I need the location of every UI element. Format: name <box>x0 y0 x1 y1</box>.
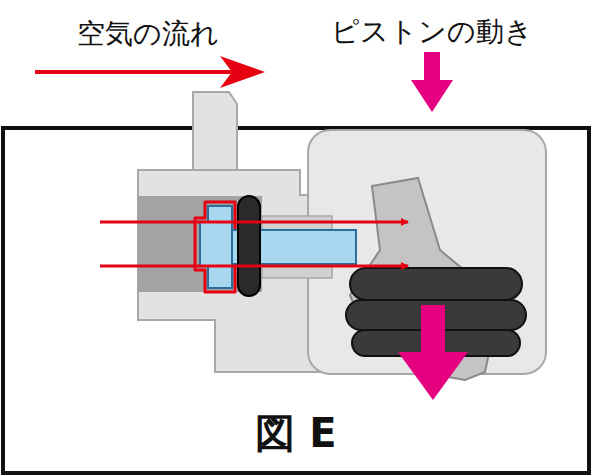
piston-motion-arrow <box>411 52 453 112</box>
valve-seat-outline <box>195 202 235 292</box>
housing-tab <box>193 92 237 172</box>
text-label: 空気の流れ <box>77 19 219 50</box>
valve-spool <box>200 206 356 288</box>
figure-frame <box>3 128 589 473</box>
air-flow-arrow <box>35 56 265 88</box>
figure-caption: 図 E <box>255 411 336 455</box>
valve-o-ring <box>238 196 260 296</box>
air-flow-line <box>100 222 408 266</box>
piston-o-ring <box>346 268 526 356</box>
text-label: ピストンの動き <box>331 17 533 48</box>
piston-down-arrow <box>398 305 468 400</box>
